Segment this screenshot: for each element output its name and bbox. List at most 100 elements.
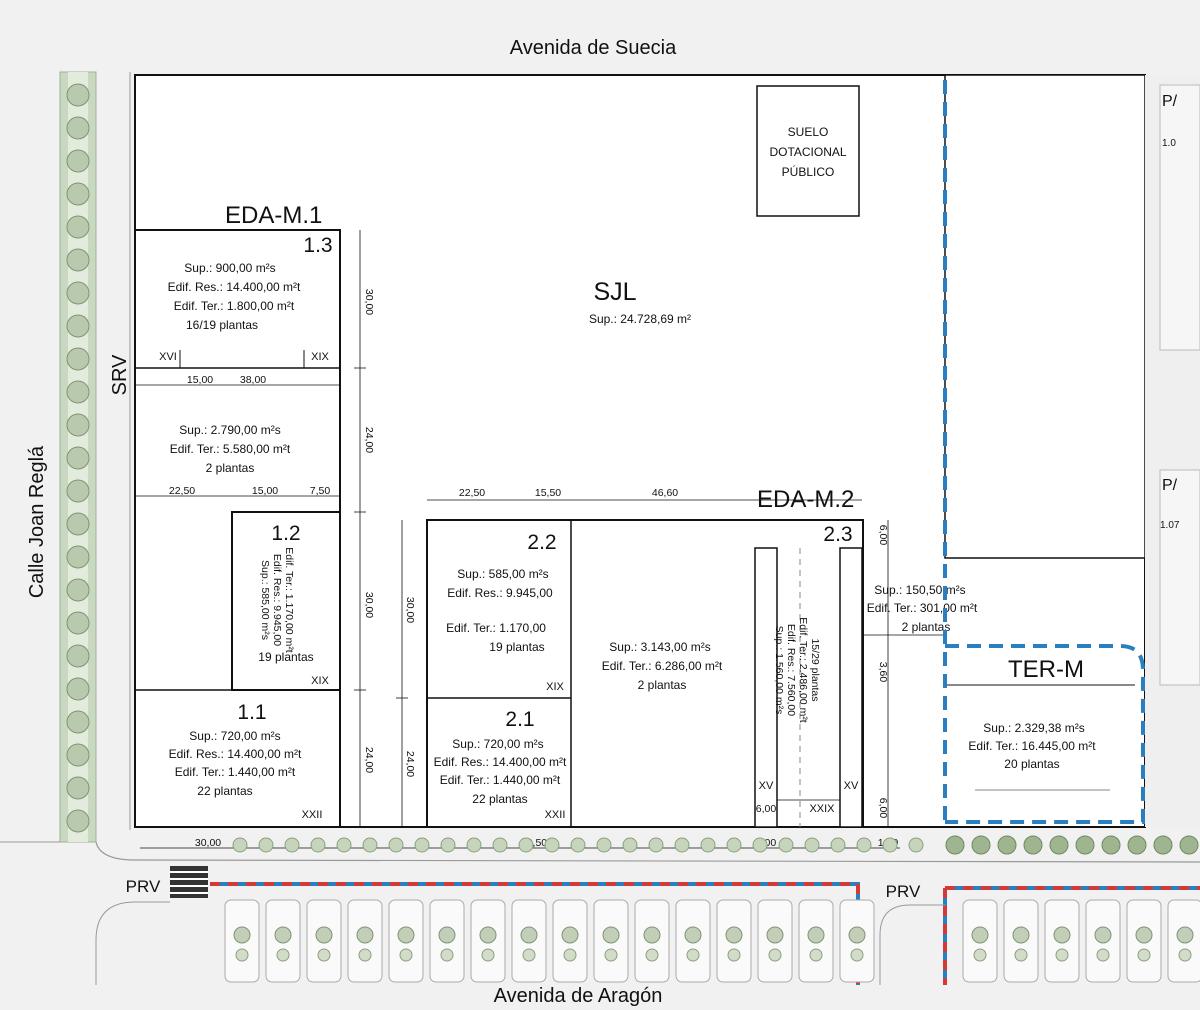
tree-icon: [66, 611, 90, 635]
zone-eda-m2-label: EDA-M.2: [757, 486, 854, 513]
dim-bottom-30: 30,00: [195, 837, 221, 849]
dim-15-00-a: 15,00: [187, 374, 213, 386]
tree-icon: [399, 948, 413, 962]
tree-icon: [725, 926, 743, 944]
right-label-pb: P/: [1162, 477, 1178, 494]
plot-2-3-ter: Edif. Ter.: 2.486,00 m²t: [797, 617, 809, 723]
plot-2-2-ter: Edif. Ter.: 1.170,00: [446, 621, 546, 635]
plot-1-2-plantas: 19 plantas: [258, 650, 313, 664]
tree-icon: [1135, 926, 1153, 944]
tree-icon: [563, 948, 577, 962]
plot-2-1-plantas: 22 plantas: [472, 792, 527, 806]
tree-icon: [492, 837, 508, 853]
plot-1-1-plantas: 22 plantas: [197, 784, 252, 798]
plot-1-3-ter: Edif. Ter.: 1.800,00 m²t: [174, 299, 295, 313]
suelo-label-1: SUELO: [788, 125, 829, 139]
tree-icon: [336, 837, 352, 853]
tree-icon: [809, 948, 823, 962]
tree-icon: [66, 281, 90, 305]
plot-side-plantas: 2 plantas: [902, 620, 951, 634]
tree-icon: [66, 710, 90, 734]
tree-icon: [945, 835, 965, 855]
tree-icon: [388, 837, 404, 853]
tree-icon: [1101, 835, 1121, 855]
tree-icon: [882, 837, 898, 853]
tree-icon: [66, 83, 90, 107]
right-label-v2: 1.07: [1160, 520, 1180, 531]
tree-icon: [674, 837, 690, 853]
tree-icon: [317, 948, 331, 962]
plot-2-2-plantas: 19 plantas: [489, 640, 544, 654]
tree-icon: [1176, 926, 1194, 944]
plot-2-3-roman-b: XXIX: [809, 803, 835, 815]
tree-icon: [726, 837, 742, 853]
ter-m-plantas: 20 plantas: [1004, 757, 1059, 771]
dim-15-50: 15,50: [535, 487, 561, 499]
tree-icon: [66, 776, 90, 800]
tree-icon: [1049, 835, 1069, 855]
dim-v-30-b: 30,00: [363, 592, 375, 618]
dim-22-50-b: 22,50: [459, 487, 485, 499]
blue-dashed-boundary: [943, 80, 1145, 824]
plot-mid1-ter: Edif. Ter.: 5.580,00 m²t: [170, 442, 291, 456]
tree-icon: [1137, 948, 1151, 962]
right-label-v1: 1.0: [1162, 138, 1176, 149]
plot-1-3-plantas: 16/19 plantas: [186, 318, 258, 332]
tree-icon: [66, 446, 90, 470]
tree-icon: [766, 926, 784, 944]
tree-icon: [622, 837, 638, 853]
tree-icon: [66, 578, 90, 602]
tree-icon: [604, 948, 618, 962]
tree-icon: [276, 948, 290, 962]
plot-2-1-res: Edif. Res.: 14.400,00 m²t: [434, 755, 567, 769]
tree-icon: [362, 837, 378, 853]
tree-icon: [66, 380, 90, 404]
plot-2-2-number: 2.2: [527, 531, 556, 554]
tree-icon: [778, 837, 794, 853]
tree-icon: [684, 926, 702, 944]
plot-1-3-number: 1.3: [303, 234, 332, 257]
suelo-label-3: PÚBLICO: [782, 164, 835, 179]
tree-icon: [850, 948, 864, 962]
prv-left-label: PRV: [126, 877, 161, 896]
dim-46-60: 46,60: [652, 487, 678, 499]
plot-mid2-ter: Edif. Ter.: 6.286,00 m²t: [602, 659, 723, 673]
srv-label: SRV: [109, 354, 131, 395]
tree-icon: [804, 837, 820, 853]
tree-icon: [830, 837, 846, 853]
west-green-strip: [59, 71, 97, 843]
plot-1-2-sup: Sup.: 585,00 m²s: [259, 560, 271, 640]
plot-2-3-sup: Sup.: 1.560,00 m²s: [773, 626, 785, 715]
tree-icon: [596, 837, 612, 853]
plot-1-3-roman-b: XIX: [311, 351, 329, 363]
dim-6-00-a: 6,00: [756, 803, 777, 815]
street-west-label: Calle Joan Reglá: [26, 445, 48, 598]
tree-icon: [544, 837, 560, 853]
plot-mid2-plantas: 2 plantas: [638, 678, 687, 692]
plot-1-1-sup: Sup.: 720,00 m²s: [189, 729, 280, 743]
plot-2-3-res: Edif. Res.: 7.560,00: [785, 624, 797, 716]
tree-icon: [973, 948, 987, 962]
tree-icon: [1055, 948, 1069, 962]
tree-icon: [1094, 926, 1112, 944]
plot-1-3-roman-a: XVI: [159, 351, 177, 363]
tree-icon: [1075, 835, 1095, 855]
tree-icon: [602, 926, 620, 944]
plot-2-2-sup: Sup.: 585,00 m²s: [457, 567, 548, 581]
dim-38-00: 38,00: [240, 374, 266, 386]
tree-icon: [358, 948, 372, 962]
plot-1-1-ter: Edif. Ter.: 1.440,00 m²t: [175, 765, 296, 779]
tree-icon: [570, 837, 586, 853]
tree-icon: [1127, 835, 1147, 855]
tree-icon: [479, 926, 497, 944]
plot-2-3-roman-a: XV: [759, 780, 774, 792]
tree-icon: [466, 837, 482, 853]
street-south-label: Avenida de Aragón: [494, 985, 663, 1007]
plot-1-2-roman: XIX: [311, 675, 329, 687]
tree-icon: [971, 926, 989, 944]
dim-v-30-c: 30,00: [404, 597, 416, 623]
plot-2-1-roman: XXII: [545, 809, 566, 821]
dim-v-24-b: 24,00: [363, 747, 375, 773]
tree-icon: [645, 948, 659, 962]
